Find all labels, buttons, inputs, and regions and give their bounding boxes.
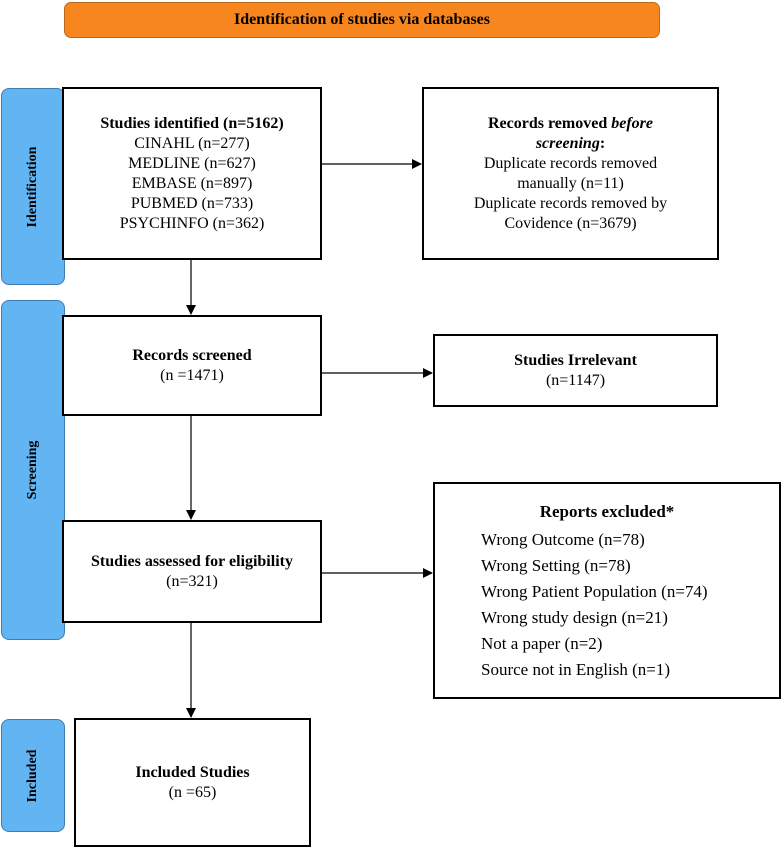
box-eligibility: Studies assessed for eligibility (n=321) — [62, 520, 322, 623]
screened-title: Records screened — [132, 346, 252, 364]
removed-title-line2: screening: — [536, 134, 605, 154]
included-count: (n =65) — [168, 783, 217, 801]
identified-title: Studies identified (n=5162) — [100, 114, 284, 132]
header-title: Identification of studies via databases — [233, 11, 491, 28]
eligibility-title: Studies assessed for eligibility — [91, 552, 293, 570]
stage-identification: Identification — [1, 88, 65, 285]
removed-line: Covidence (n=3679) — [504, 214, 637, 232]
identified-source: PUBMED (n=733) — [130, 194, 254, 212]
irrelevant-title: Studies Irrelevant — [514, 351, 637, 369]
excluded-reason: Source not in English (n=1) — [481, 659, 671, 679]
removed-title-d: : — [599, 134, 606, 152]
header-banner: Identification of studies via databases — [64, 2, 660, 38]
excluded-reason: Wrong Setting (n=78) — [481, 555, 631, 575]
identified-source: MEDLINE (n=627) — [128, 154, 256, 172]
box-studies-identified: Studies identified (n=5162) CINAHL (n=27… — [62, 87, 322, 260]
removed-title-a: Records removed — [488, 114, 612, 132]
removed-line: Duplicate records removed by — [473, 194, 668, 212]
excluded-reason: Wrong study design (n=21) — [481, 607, 668, 627]
box-records-removed: Records removed before screening: Duplic… — [422, 87, 719, 260]
stage-screening: Screening — [1, 300, 65, 640]
identified-source: EMBASE (n=897) — [131, 174, 253, 192]
removed-title-line1: Records removed before — [488, 114, 653, 134]
removed-title-b: before — [611, 114, 653, 132]
included-title: Included Studies — [135, 763, 250, 781]
removed-line: manually (n=11) — [517, 174, 624, 192]
box-records-screened: Records screened (n =1471) — [62, 315, 322, 416]
eligibility-count: (n=321) — [166, 572, 218, 590]
stage-included: Included — [1, 719, 65, 832]
irrelevant-count: (n=1147) — [545, 371, 606, 389]
excluded-reason: Wrong Outcome (n=78) — [481, 529, 645, 549]
screened-count: (n =1471) — [160, 366, 224, 384]
box-reports-excluded: Reports excluded* Wrong Outcome (n=78) W… — [433, 482, 781, 699]
excluded-reason: Wrong Patient Population (n=74) — [481, 581, 708, 601]
excluded-reason: Not a paper (n=2) — [481, 633, 603, 653]
removed-title-c: screening — [535, 134, 600, 152]
box-included-studies: Included Studies (n =65) — [74, 718, 311, 847]
identified-source: CINAHL (n=277) — [134, 134, 250, 152]
box-studies-irrelevant: Studies Irrelevant (n=1147) — [433, 334, 718, 407]
removed-line: Duplicate records removed — [483, 154, 658, 172]
identified-source: PSYCHINFO (n=362) — [119, 214, 265, 232]
excluded-title: Reports excluded* — [539, 501, 675, 521]
